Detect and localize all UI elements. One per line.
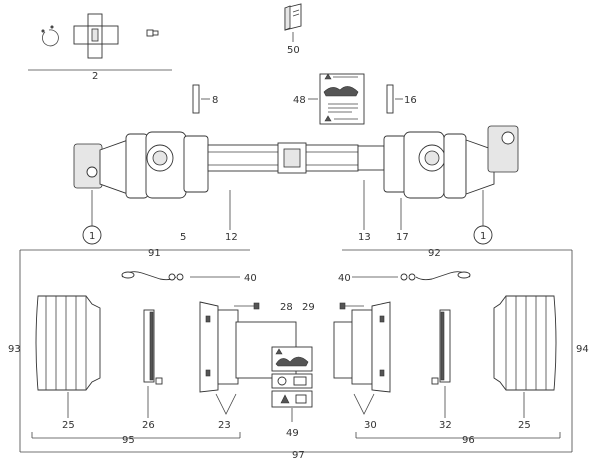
decal-set-49 <box>271 346 313 408</box>
bellows-guard-left <box>35 295 101 391</box>
assembled-pto-shaft <box>73 125 519 199</box>
callout-25b: 25 <box>518 420 531 431</box>
manual-booklet-part <box>284 3 302 31</box>
bearing-ring-32 <box>431 309 451 385</box>
callout-92: 92 <box>428 248 441 259</box>
callout-28: 28 <box>280 302 293 313</box>
callout-line-23 <box>215 393 237 415</box>
callout-8: 8 <box>212 95 218 106</box>
circlip-part <box>41 25 59 47</box>
callout-1b: 1 <box>480 231 486 242</box>
callout-17: 17 <box>396 232 409 243</box>
callout-2: 2 <box>92 71 98 82</box>
bellows-guard-right <box>493 295 557 391</box>
safety-chain-left <box>121 271 184 281</box>
callout-48: 48 <box>293 95 306 106</box>
callout-97: 97 <box>292 450 305 461</box>
callout-40b: 40 <box>338 273 351 284</box>
callout-95: 95 <box>122 435 135 446</box>
callout-32: 32 <box>439 420 452 431</box>
callout-circle-1b <box>473 225 493 245</box>
callout-94: 94 <box>576 344 589 355</box>
guard-tube-30 <box>333 301 391 393</box>
callout-91: 91 <box>148 248 161 259</box>
strip-part-16 <box>386 84 394 114</box>
callout-5: 5 <box>180 232 186 243</box>
screw-part-28 <box>234 302 260 310</box>
callout-12: 12 <box>225 232 238 243</box>
callout-29: 29 <box>302 302 315 313</box>
callout-30: 30 <box>364 420 377 431</box>
callout-49: 49 <box>286 428 299 439</box>
callout-line-30 <box>353 393 375 415</box>
callout-1a: 1 <box>89 231 95 242</box>
bearing-ring-26 <box>143 309 163 385</box>
callout-circle-1a <box>82 225 102 245</box>
screw-part-29 <box>339 302 364 310</box>
callout-26: 26 <box>142 420 155 431</box>
callout-40a: 40 <box>244 273 257 284</box>
grease-nipple-part <box>146 29 159 37</box>
warning-decal-48 <box>319 73 365 125</box>
safety-chain-right <box>400 271 471 281</box>
callout-96: 96 <box>462 435 475 446</box>
callout-50: 50 <box>287 45 300 56</box>
callout-13: 13 <box>358 232 371 243</box>
callout-25a: 25 <box>62 420 75 431</box>
callout-93: 93 <box>8 344 21 355</box>
callout-23: 23 <box>218 420 231 431</box>
callout-16: 16 <box>404 95 417 106</box>
universal-cross-part <box>73 13 119 59</box>
strip-part-8 <box>192 84 200 114</box>
